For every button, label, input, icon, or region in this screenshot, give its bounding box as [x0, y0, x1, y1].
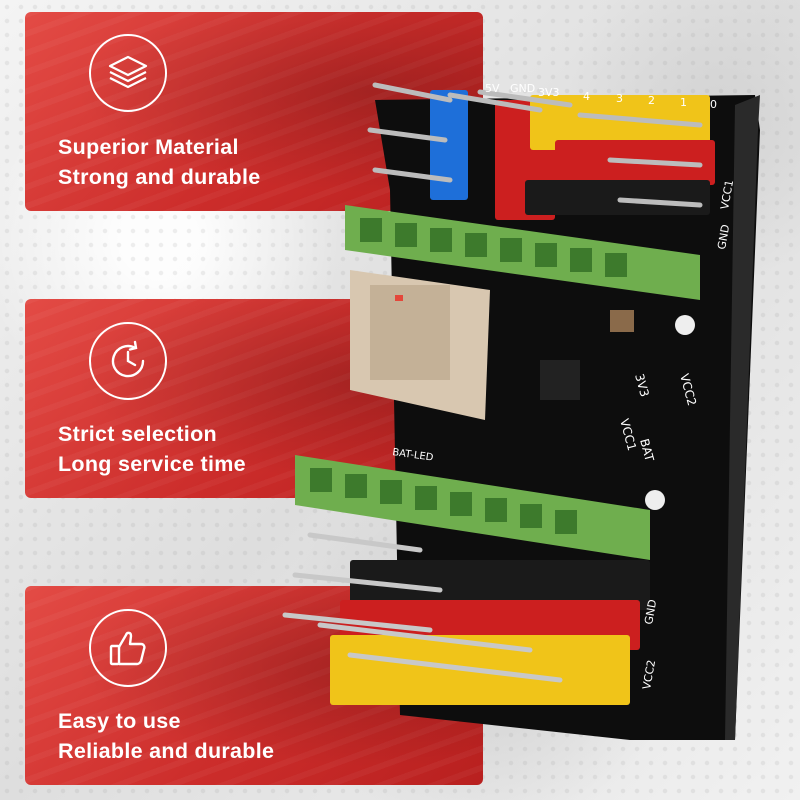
- smd-components: [540, 310, 695, 510]
- lower-green-header: [295, 455, 650, 560]
- feature-title: Superior Material: [58, 135, 239, 159]
- top-pin-headers: [367, 82, 715, 220]
- layers-icon: [89, 34, 167, 112]
- pin-label-vcc1-right: VCC1: [718, 179, 736, 211]
- feature-subtitle: Strong and durable: [58, 165, 261, 189]
- product-board-photo: 5V GND 3V3 4 3 2 1 0 GND VCC1 3V3 VCC2 V…: [282, 82, 760, 740]
- clock-refresh-icon: [89, 322, 167, 400]
- feature-subtitle: Long service time: [58, 452, 246, 476]
- pin-label-2: 2: [648, 94, 655, 107]
- pin-label-5v: 5V: [485, 82, 500, 95]
- label-3v3: 3V3: [632, 372, 652, 398]
- pin-label-1: 1: [680, 96, 687, 109]
- label-bat: BAT: [637, 437, 657, 463]
- jst-connector: [350, 270, 490, 420]
- feature-text: Strict selection Long service time: [58, 419, 246, 479]
- label-gnd-bottom: GND: [642, 598, 659, 625]
- feature-title: Strict selection: [58, 422, 217, 446]
- feature-subtitle: Reliable and durable: [58, 739, 275, 763]
- pin-label-gnd-right: GND: [715, 223, 732, 250]
- pin-label-4: 4: [583, 90, 590, 103]
- thumbs-up-icon: [89, 609, 167, 687]
- pin-label-0: 0: [710, 98, 717, 111]
- feature-title: Easy to use: [58, 709, 181, 733]
- pin-label-3v3: 3V3: [538, 86, 560, 99]
- pin-label-3: 3: [616, 92, 623, 105]
- feature-text: Superior Material Strong and durable: [58, 132, 261, 192]
- bottom-pin-headers: [282, 532, 650, 705]
- label-vcc2-bottom: VCC2: [640, 659, 658, 691]
- upper-green-header: [345, 205, 700, 300]
- pin-label-gnd: GND: [510, 82, 535, 95]
- feature-text: Easy to use Reliable and durable: [58, 706, 274, 766]
